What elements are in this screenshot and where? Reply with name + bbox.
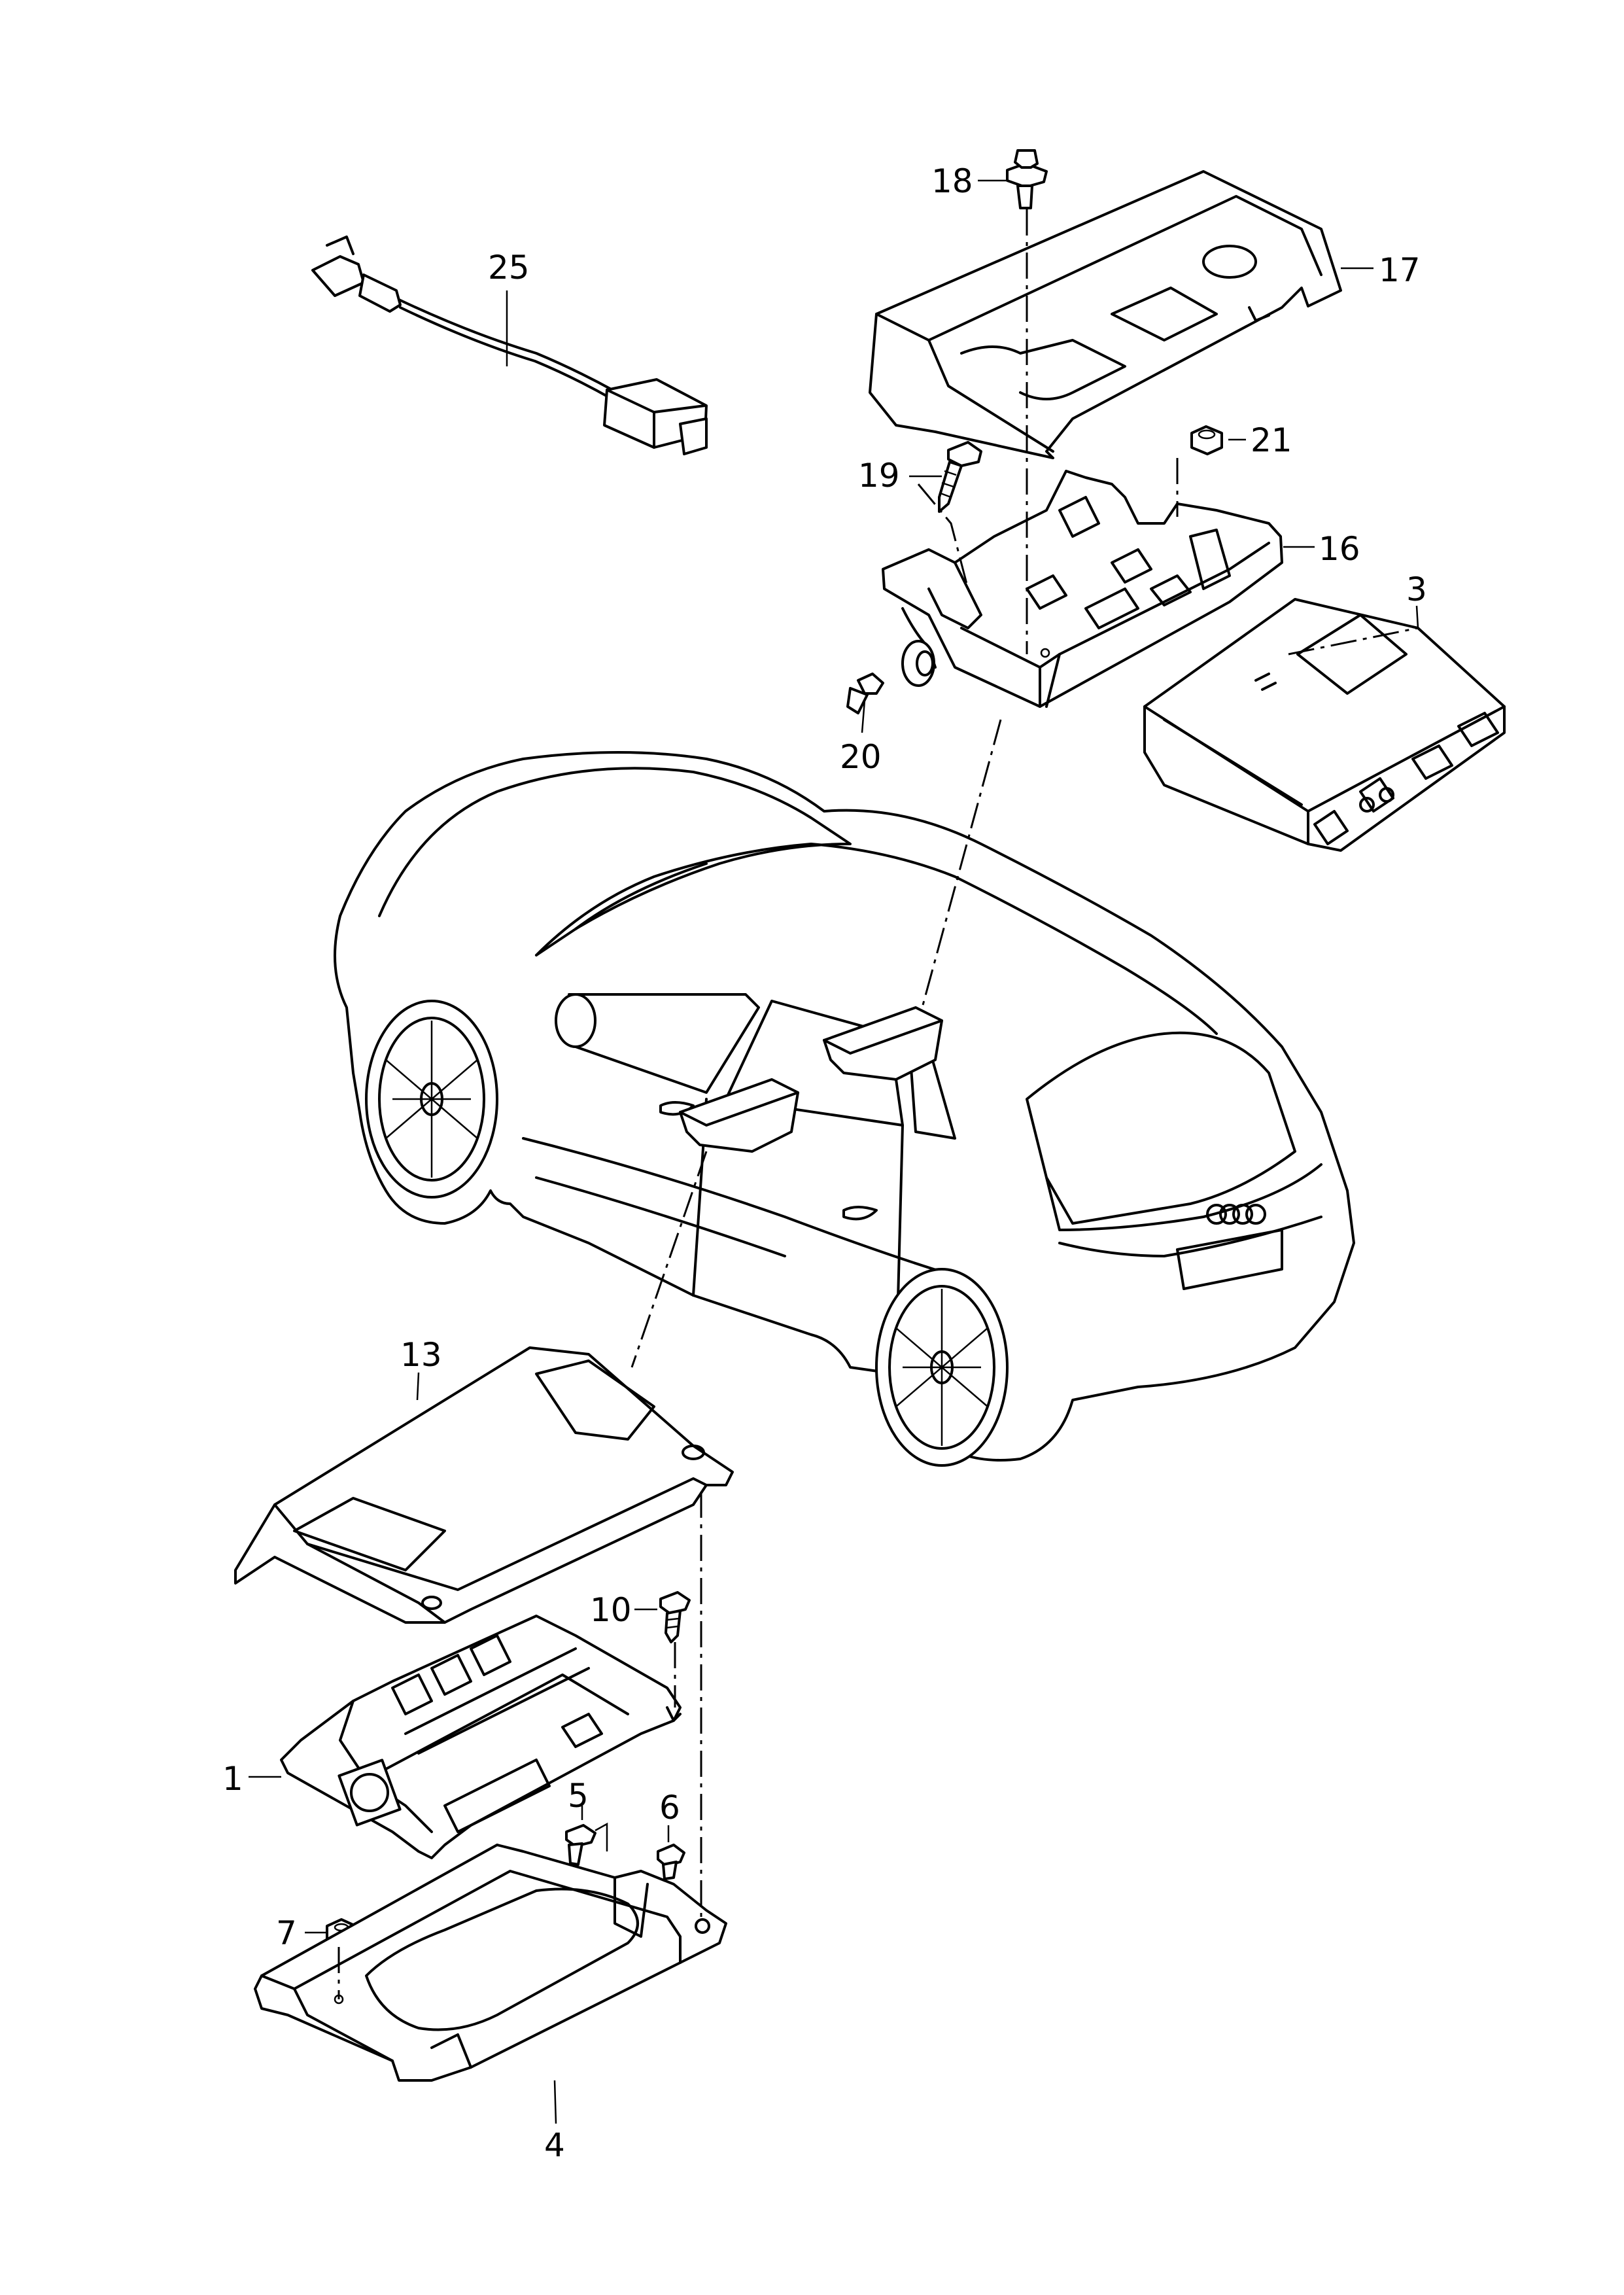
part-18-clip bbox=[978, 149, 1048, 209]
part-3-control-unit bbox=[1143, 598, 1506, 852]
callout-17: 17 bbox=[1379, 251, 1421, 289]
part-25-antenna-cable bbox=[311, 236, 708, 455]
callout-25: 25 bbox=[488, 249, 530, 287]
callout-5: 5 bbox=[568, 1777, 589, 1815]
callout-3: 3 bbox=[1406, 570, 1427, 608]
part-1-amplifier bbox=[249, 1615, 682, 1859]
vehicle-outline bbox=[334, 751, 1355, 1467]
callout-10: 10 bbox=[590, 1591, 632, 1629]
part-4-base-tray bbox=[254, 1844, 727, 2082]
callout-18: 18 bbox=[931, 162, 973, 200]
callout-19: 19 bbox=[858, 457, 900, 495]
part-20-screw bbox=[846, 673, 884, 733]
front-wheel bbox=[365, 1000, 498, 1199]
part-19-screw bbox=[909, 441, 982, 513]
callout-16: 16 bbox=[1319, 530, 1360, 568]
guide-lines bbox=[337, 209, 1419, 1999]
callout-6: 6 bbox=[659, 1789, 680, 1827]
rear-wheel bbox=[875, 1268, 1009, 1467]
callout-7: 7 bbox=[276, 1914, 297, 1952]
callout-21: 21 bbox=[1251, 421, 1292, 459]
part-10-screw bbox=[634, 1591, 691, 1643]
callout-1: 1 bbox=[222, 1760, 243, 1798]
callout-labels: 25 18 17 21 19 16 3 20 13 10 1 5 6 7 4 bbox=[222, 162, 1427, 2164]
part-6-bolt bbox=[657, 1825, 685, 1880]
part-13-lower-cover bbox=[234, 1346, 734, 1624]
callout-4: 4 bbox=[544, 2126, 565, 2164]
part-17-upper-cover bbox=[869, 170, 1342, 459]
callout-20: 20 bbox=[840, 738, 882, 776]
part-5-screw bbox=[565, 1806, 608, 1866]
leader-lines bbox=[416, 267, 1419, 2124]
callout-13: 13 bbox=[400, 1336, 442, 1374]
part-21-nut bbox=[1190, 425, 1246, 455]
